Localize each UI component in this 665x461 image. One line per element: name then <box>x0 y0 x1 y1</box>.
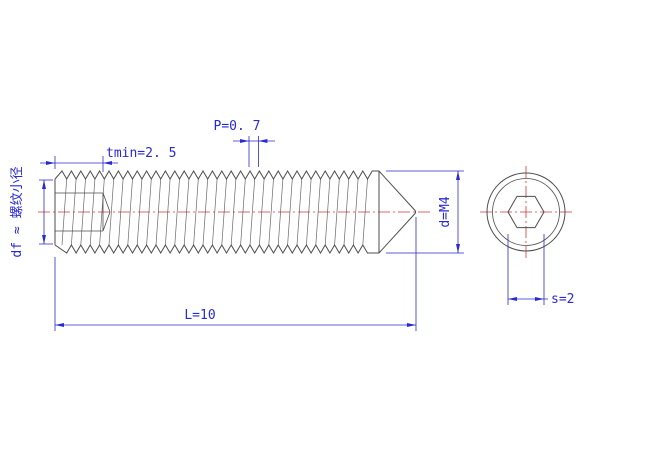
dimension-arrowhead <box>42 235 46 244</box>
dimension-arrowhead <box>535 297 544 301</box>
dim-pitch: P=0. 7 <box>214 119 275 167</box>
dimensions: tmin=2. 5 P=0. 7 d=M4 L=10 <box>10 119 574 331</box>
thread-line <box>54 170 379 180</box>
dim-hex-width: s=2 <box>507 234 574 307</box>
dim-diameter: d=M4 <box>386 170 464 254</box>
dim-socket-depth: tmin=2. 5 <box>40 146 176 172</box>
label-hex-width: s=2 <box>551 292 574 307</box>
center-lines <box>38 166 572 258</box>
thread-line <box>61 178 368 246</box>
dim-length-extension-lines <box>54 217 417 331</box>
outer-diameter-circle <box>486 172 566 252</box>
thread-profile <box>54 170 379 254</box>
label-pitch: P=0. 7 <box>214 119 261 134</box>
dimension-arrowhead <box>508 297 517 301</box>
dimension-arrowhead <box>240 139 249 143</box>
hex-socket-profile <box>55 192 111 232</box>
dim-minor-diameter: df ≈ 螺纹小径 <box>10 166 53 258</box>
dim-length: L=10 <box>54 217 417 331</box>
label-thread-diameter: d=M4 <box>438 196 453 227</box>
label-length: L=10 <box>184 308 215 323</box>
label-minor-diameter-note: df ≈ 螺纹小径 <box>10 166 25 257</box>
dim-hex-width-extension-lines <box>507 234 545 305</box>
end-view <box>486 172 566 252</box>
side-view <box>54 170 416 254</box>
label-socket-depth: tmin=2. 5 <box>106 146 176 161</box>
dim-socket-depth-extension-lines <box>54 156 104 172</box>
dimension-arrowhead <box>258 139 268 143</box>
dimension-arrowhead <box>42 180 46 189</box>
dimension-arrowhead <box>456 244 460 253</box>
cone-point <box>378 170 416 254</box>
dimension-arrowhead <box>456 171 460 180</box>
dimension-arrowhead <box>55 323 64 327</box>
minor-diameter-circle <box>492 178 560 246</box>
hex-socket-hexagon <box>507 195 545 229</box>
thread-line <box>54 244 379 254</box>
dim-minor-diameter-extension-lines <box>39 179 53 245</box>
dimension-arrowhead <box>103 161 112 165</box>
dim-diameter-extension-lines <box>386 170 464 254</box>
dimension-arrowhead <box>407 323 416 327</box>
dimension-arrowhead <box>46 161 55 165</box>
